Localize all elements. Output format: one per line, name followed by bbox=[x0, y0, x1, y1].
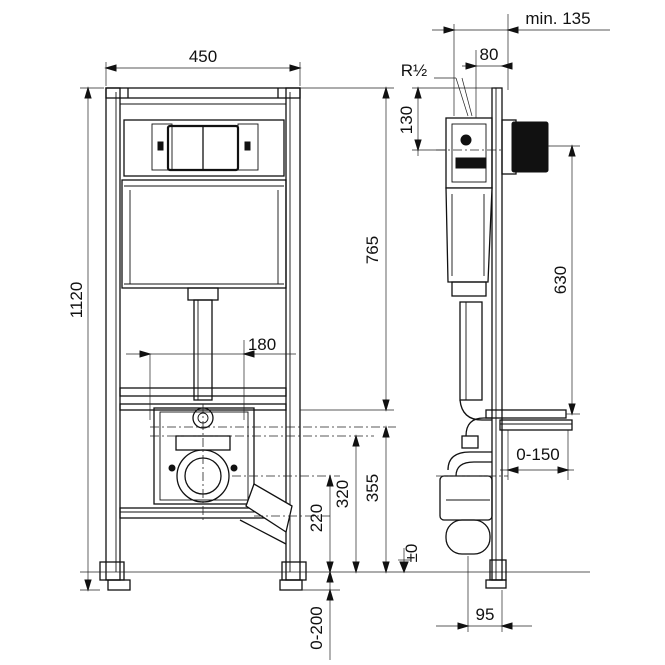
label-95: 95 bbox=[476, 605, 495, 624]
dim-thread: R½ bbox=[401, 61, 473, 117]
label-thread: R½ bbox=[401, 61, 427, 80]
dim-355: 355 bbox=[363, 425, 390, 574]
dim-180: 180 bbox=[126, 335, 296, 420]
label-0-150: 0-150 bbox=[516, 445, 559, 464]
label-355: 355 bbox=[363, 474, 382, 502]
label-0-200: 0-200 bbox=[307, 606, 326, 649]
label-220: 220 bbox=[307, 504, 326, 532]
label-630: 630 bbox=[551, 266, 570, 294]
dim-765: 765 bbox=[300, 86, 394, 412]
label-1120: 1120 bbox=[67, 282, 86, 319]
label-180: 180 bbox=[248, 335, 276, 354]
label-80: 80 bbox=[480, 45, 499, 64]
dim-0-200: 0-200 bbox=[290, 570, 340, 660]
dim-320: 320 bbox=[333, 434, 360, 574]
dim-630: 630 bbox=[548, 144, 580, 416]
label-765: 765 bbox=[363, 236, 382, 264]
dim-min-135: min. 135 bbox=[432, 9, 610, 116]
label-min-135: min. 135 bbox=[525, 9, 590, 28]
dim-130: 130 bbox=[397, 86, 494, 156]
label-130: 130 bbox=[397, 106, 416, 134]
dim-height-1120: 1120 bbox=[67, 86, 104, 592]
front-view bbox=[99, 87, 396, 591]
dim-80: 80 bbox=[462, 45, 513, 118]
dim-width-450: 450 bbox=[104, 47, 302, 86]
dim-95: 95 bbox=[436, 556, 532, 632]
dim-220: 220 bbox=[307, 474, 334, 574]
dim-0-150: 0-150 bbox=[500, 430, 574, 480]
label-450: 450 bbox=[189, 47, 217, 66]
side-view bbox=[439, 87, 573, 589]
label-floor-zero: ±0 bbox=[402, 544, 421, 563]
label-320: 320 bbox=[333, 480, 352, 508]
floor-level: ±0 bbox=[80, 544, 590, 574]
